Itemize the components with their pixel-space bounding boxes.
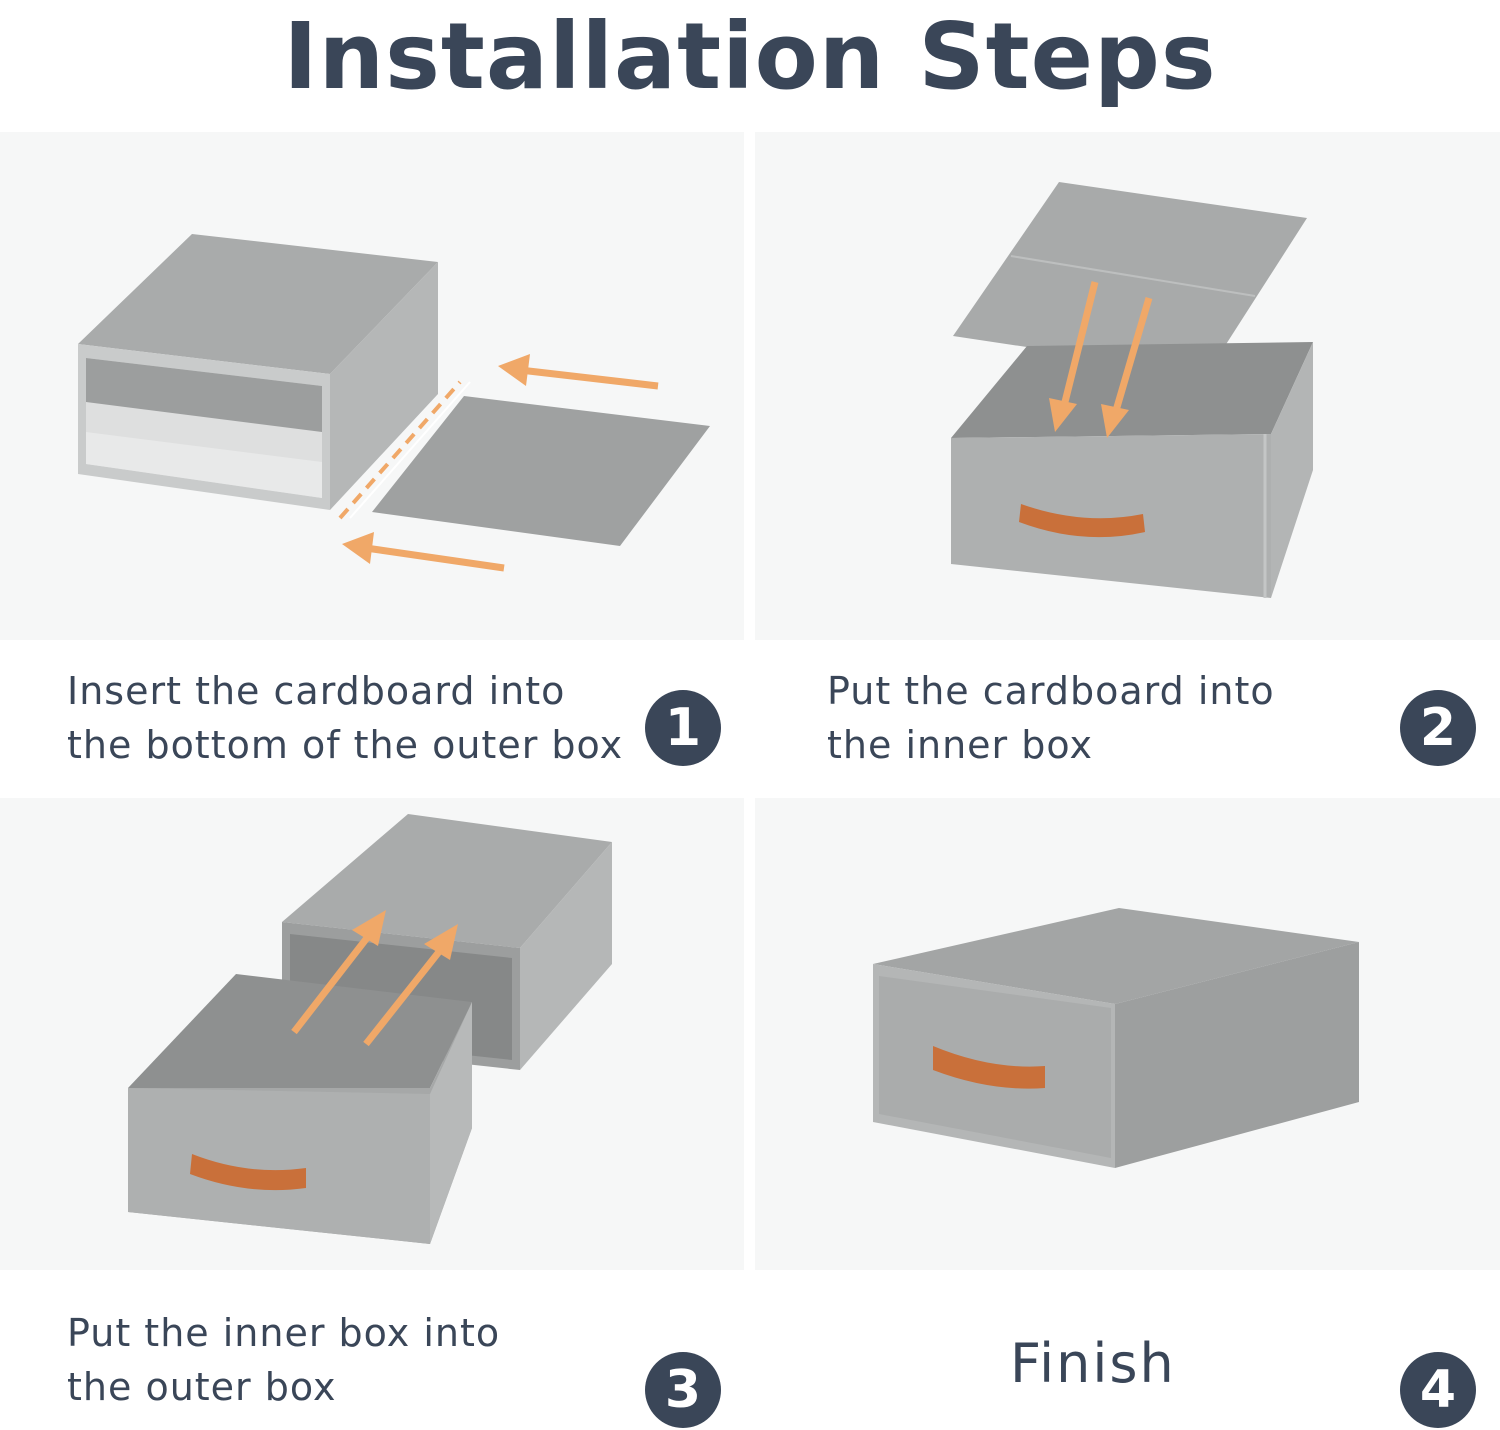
step-1-caption-line2: the bottom of the outer box (67, 723, 624, 767)
step-3-caption: Put the inner box into the outer box (67, 1306, 500, 1414)
step-3-caption-line1: Put the inner box into (67, 1311, 501, 1355)
step-3-caption-line2: the outer box (67, 1365, 337, 1409)
step-1-illustration (0, 132, 744, 640)
step-1-caption: Insert the cardboard into the bottom of … (67, 664, 623, 772)
step-3-illustration (0, 798, 744, 1270)
step-4-illustration (755, 798, 1500, 1270)
step-2-caption-line2: the inner box (827, 723, 1093, 767)
step-4-caption: Finish (1010, 1332, 1176, 1395)
step-2-caption-line1: Put the cardboard into (827, 669, 1275, 713)
step-2-caption: Put the cardboard into the inner box (827, 664, 1275, 772)
step-4-number-badge: 4 (1400, 1352, 1476, 1428)
step-2-number-badge: 2 (1400, 690, 1476, 766)
step-3-number-badge: 3 (645, 1352, 721, 1428)
step-1-number-badge: 1 (645, 690, 721, 766)
step-2-illustration (755, 132, 1500, 640)
step-1-caption-line1: Insert the cardboard into (67, 669, 566, 713)
page-title: Installation Steps (283, 2, 1217, 110)
